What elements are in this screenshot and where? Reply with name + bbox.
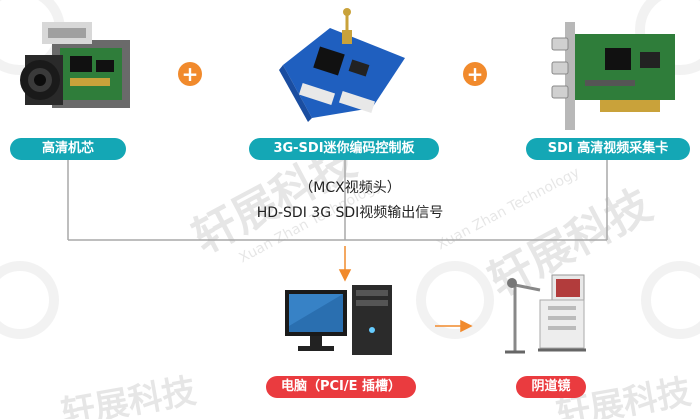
signal-caption-line1: （MCX视频头） [299, 180, 401, 196]
plus-icon: + [463, 62, 487, 86]
camera-module-label: 高清机芯 [10, 138, 126, 160]
encoder-board-label: 3G-SDI迷你编码控制板 [249, 138, 439, 160]
endoscope-label: 阴道镜 [516, 376, 586, 398]
signal-caption-line2: HD-SDI 3G SDI视频输出信号 [256, 205, 444, 221]
plus-icon: + [178, 62, 202, 86]
computer-label: 电脑（PCI/E 插槽） [266, 376, 416, 398]
capture-card-label: SDI 高清视频采集卡 [526, 138, 690, 160]
